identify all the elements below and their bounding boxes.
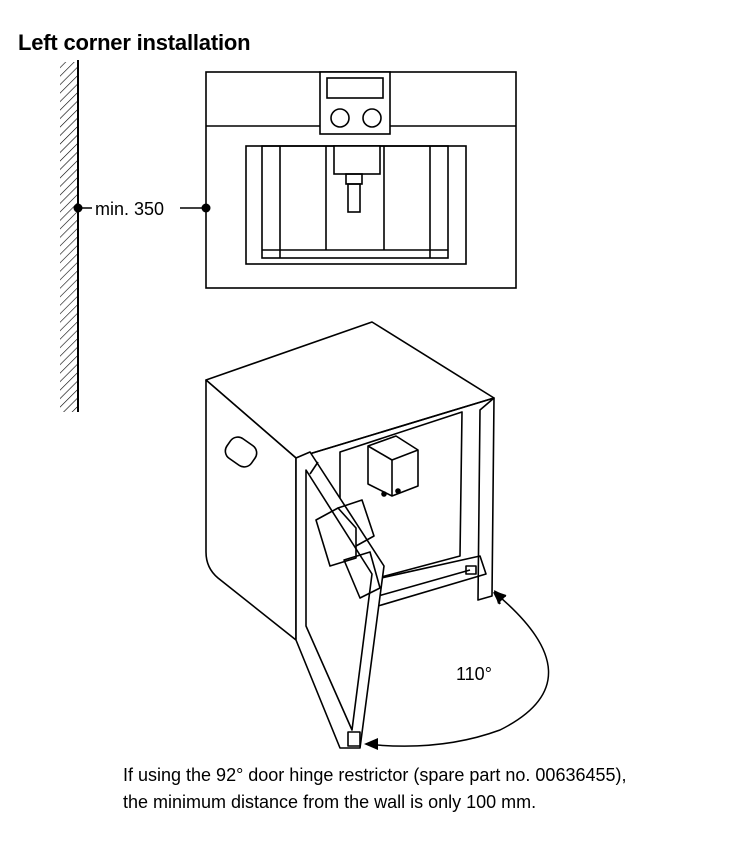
- front-view-appliance: [205, 71, 517, 289]
- angle-label: 110°: [456, 664, 492, 684]
- wall: [60, 60, 79, 412]
- dimension-min-350: min. 350: [73, 199, 211, 219]
- dimension-label: min. 350: [95, 199, 164, 219]
- caption-line-2: the minimum distance from the wall is on…: [123, 792, 537, 812]
- perspective-view-appliance: [205, 321, 495, 749]
- caption: If using the 92° door hinge restrictor (…: [123, 762, 733, 816]
- page-title: Left corner installation: [18, 30, 251, 55]
- caption-line-1: If using the 92° door hinge restrictor (…: [123, 765, 627, 785]
- installation-diagram: min. 350: [60, 60, 550, 750]
- door-opening-arc: [364, 590, 550, 750]
